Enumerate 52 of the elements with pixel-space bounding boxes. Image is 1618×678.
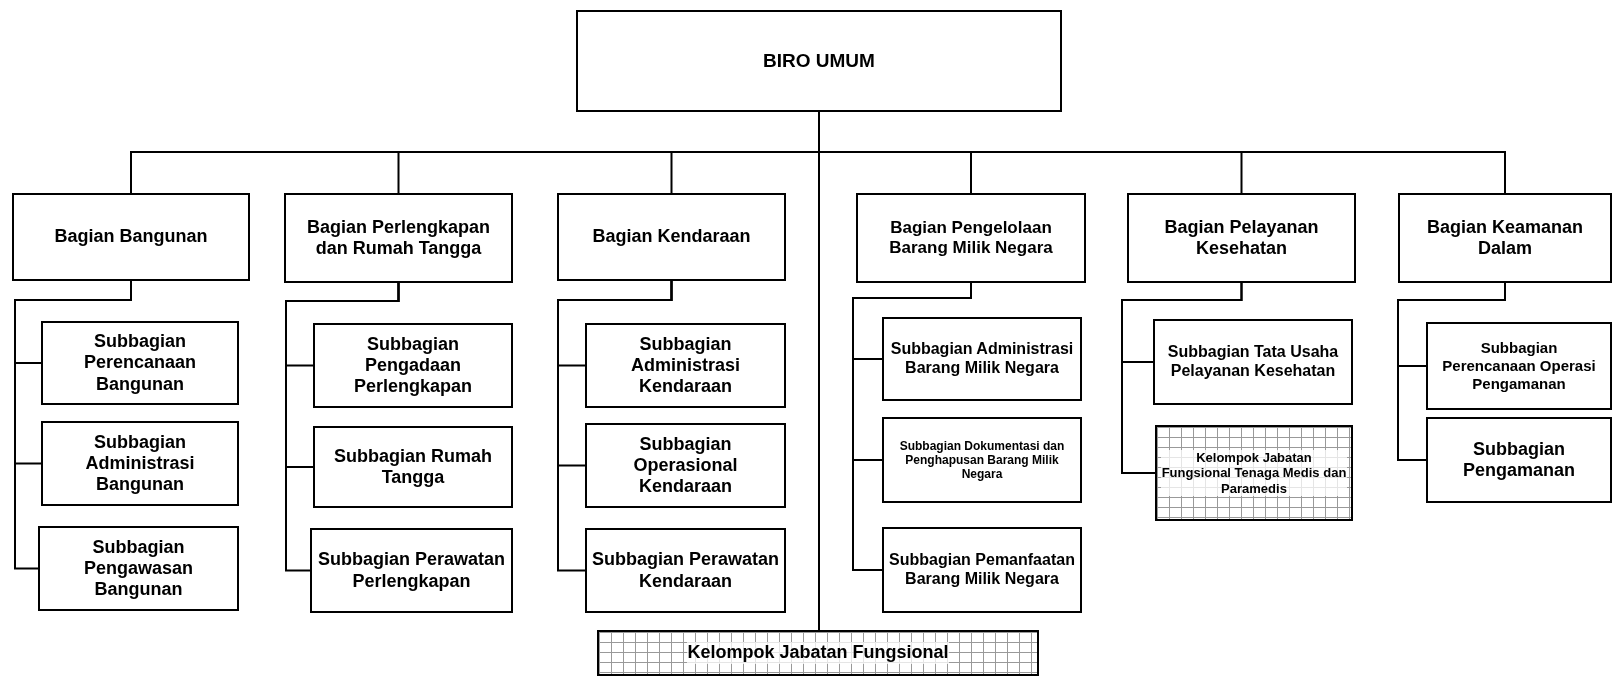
unit-box [1426,322,1612,410]
unit-name: Subbagian Administrasi Bangunan [84,431,196,496]
unit-box [313,323,513,408]
unit-box [585,423,786,508]
unit-box [284,193,513,283]
unit-box [856,193,1086,283]
unit-name: Subbagian Perawatan Perlengkapan [316,549,507,592]
unit-name: Subbagian Pengawasan Bangunan [82,536,194,601]
unit-box [585,323,786,408]
unit-box [1153,319,1353,405]
unit-box [882,317,1082,401]
unit-box [313,426,513,508]
unit-box [585,528,786,613]
unit-box [38,526,239,611]
unit-name: Bagian Kendaraan [592,226,751,248]
unit-name: Subbagian Administrasi Kendaraan [630,333,741,398]
unit-name: Subbagian Pemanfaatan Barang Milik Negara [888,551,1076,589]
unit-name: Subbagian Perawatan Kendaraan [591,549,780,592]
unit-name: Kelompok Jabatan Fungsional Tenaga Medis dan Paramedis [1161,450,1347,496]
unit-box [41,421,239,506]
unit-box [557,193,786,281]
unit-box [882,417,1082,503]
unit-box [310,528,513,613]
unit-name: Subbagian Rumah Tangga [333,445,493,489]
unit-box [41,321,239,405]
unit-name: Subbagian Tata Usaha Pelayanan Kesehatan [1166,343,1340,381]
unit-box [1398,193,1612,283]
head-office-box [576,10,1062,112]
unit-name: Subbagian Dokumentasi dan Penghapusan Barang Milik Negara [898,438,1066,482]
unit-name: Subbagian Administrasi Barang Milik Negara [889,340,1075,378]
unit-name: Bagian Pengelolaan Barang Milik Negara [888,217,1054,259]
connector-line [285,282,400,572]
connector-line [1397,282,1506,461]
connector-line [557,280,673,572]
unit-name: Bagian Perlengkapan dan Rumah Tangga [305,216,492,260]
unit-name: BIRO UMUM [763,49,875,73]
unit-name: Subbagian Operasional Kendaraan [632,433,739,498]
connector-line [1121,282,1243,474]
unit-box [1127,193,1356,283]
functional-group-box [1155,425,1353,521]
unit-box [882,527,1082,613]
unit-name: Bagian Bangunan [54,226,208,248]
unit-name: Bagian Pelayanan Kesehatan [1163,216,1320,260]
unit-box [12,193,250,281]
unit-name: Subbagian Pengadaan Perlengkapan [352,333,473,398]
unit-name: Subbagian Perencanaan Operasi Pengamanan [1441,339,1597,393]
unit-name: Subbagian Perencanaan Bangunan [82,331,198,395]
unit-name: Subbagian Pengamanan [1461,438,1576,482]
unit-name: Bagian Keamanan Dalam [1425,216,1585,260]
functional-group-box [597,630,1039,676]
unit-box [1426,417,1612,503]
unit-name: Kelompok Jabatan Fungsional [687,642,949,664]
